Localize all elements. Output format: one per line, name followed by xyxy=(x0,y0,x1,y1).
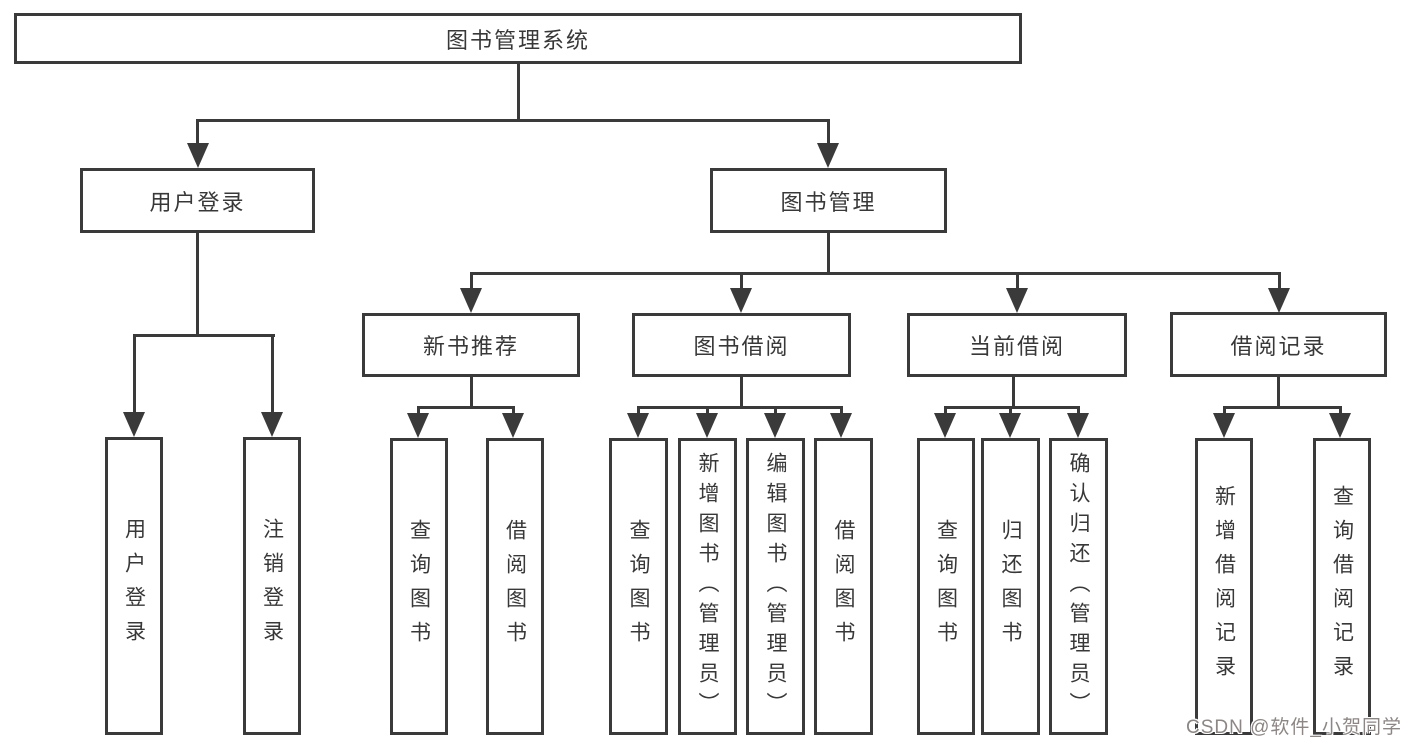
leaf-cb-return-books-label: 归还图书 xyxy=(999,518,1022,655)
node-root: 图书管理系统 xyxy=(14,13,1022,64)
node-book-borrowing-label: 图书借阅 xyxy=(693,334,790,359)
leaf-bb-query-books: 查询图书 xyxy=(609,438,668,735)
leaf-nbr-query-books-label: 查询图书 xyxy=(407,518,431,655)
leaf-bb-borrow-books: 借阅图书 xyxy=(814,438,873,735)
csdn-watermark: CSDN @软件_小贺同学 xyxy=(1186,717,1402,738)
arrow-book-management-shaft xyxy=(827,119,830,147)
arrow-leaf-user-login-shaft xyxy=(133,334,136,416)
node-user-login: 用户登录 xyxy=(80,168,315,233)
arrow-leaf-logout-head xyxy=(261,412,283,437)
arrow-book-borrowing-head xyxy=(730,288,752,313)
leaf-user-login-label: 用户登录 xyxy=(122,518,146,654)
arrow-bb-query-shaft xyxy=(637,406,640,417)
connector-book-management-bar xyxy=(470,272,1281,275)
connector-br-stem xyxy=(1277,377,1280,409)
connector-br-bar xyxy=(1223,406,1342,409)
leaf-bb-query-books-label: 查询图书 xyxy=(627,518,650,655)
node-book-management: 图书管理 xyxy=(710,168,947,233)
connector-user-login-bar xyxy=(133,334,275,337)
connector-bb-bar xyxy=(637,406,843,409)
arrow-nbr-borrow-head xyxy=(502,413,524,438)
arrow-borrowing-records-shaft xyxy=(1278,272,1281,292)
arrow-br-query-shaft xyxy=(1339,406,1342,417)
arrow-book-management-head xyxy=(817,143,839,168)
node-root-label: 图书管理系统 xyxy=(445,27,590,53)
connector-bb-stem xyxy=(740,377,743,409)
node-current-borrowing-label: 当前借阅 xyxy=(968,334,1065,359)
node-book-borrowing: 图书借阅 xyxy=(632,313,851,377)
arrow-user-login-shaft xyxy=(196,119,199,147)
arrow-bb-add-shaft xyxy=(706,406,709,417)
arrow-new-book-recommend-shaft xyxy=(470,272,473,292)
leaf-cb-confirm-return: 确认归还（管理员） xyxy=(1049,438,1108,735)
leaf-cb-confirm-return-label: 确认归还（管理员） xyxy=(1067,451,1090,722)
arrow-current-borrowing-shaft xyxy=(1016,272,1019,292)
arrow-bb-add-head xyxy=(696,413,718,438)
node-current-borrowing: 当前借阅 xyxy=(907,313,1127,377)
leaf-user-login: 用户登录 xyxy=(105,437,163,735)
arrow-bb-query-head xyxy=(627,413,649,438)
arrow-bb-borrow-shaft xyxy=(840,406,843,417)
arrow-nbr-query-head xyxy=(407,413,429,438)
leaf-bb-borrow-books-label: 借阅图书 xyxy=(832,518,855,655)
arrow-bb-edit-shaft xyxy=(774,406,777,417)
leaf-br-query-record-label: 查询借阅记录 xyxy=(1330,484,1354,689)
arrow-cb-query-head xyxy=(934,413,956,438)
leaf-nbr-query-books: 查询图书 xyxy=(390,438,448,735)
leaf-br-query-record: 查询借阅记录 xyxy=(1313,438,1371,735)
connector-cb-bar xyxy=(944,406,1080,409)
arrow-user-login-head xyxy=(187,143,209,168)
arrow-current-borrowing-head xyxy=(1006,288,1028,313)
arrow-cb-return-shaft xyxy=(1009,406,1012,417)
node-user-login-label: 用户登录 xyxy=(149,189,246,215)
connector-cb-stem xyxy=(1012,377,1015,409)
leaf-bb-add-books-label: 新增图书（管理员） xyxy=(696,451,719,722)
arrow-cb-confirm-shaft xyxy=(1077,406,1080,417)
arrow-nbr-borrow-shaft xyxy=(512,406,515,417)
node-borrowing-records-label: 借阅记录 xyxy=(1230,333,1327,359)
arrow-cb-return-head xyxy=(999,413,1021,438)
leaf-bb-edit-books: 编辑图书（管理员） xyxy=(746,438,805,735)
leaf-br-add-record-label: 新增借阅记录 xyxy=(1212,484,1236,689)
arrow-leaf-logout-shaft xyxy=(271,334,274,416)
leaf-bb-add-books: 新增图书（管理员） xyxy=(678,438,737,735)
leaf-nbr-borrow-books-label: 借阅图书 xyxy=(503,518,527,655)
leaf-cb-query-books: 查询图书 xyxy=(917,438,975,735)
connector-nbr-stem xyxy=(470,377,473,409)
connector-user-login-stem xyxy=(196,233,199,337)
leaf-cb-query-books-label: 查询图书 xyxy=(934,518,958,655)
arrow-bb-borrow-head xyxy=(830,413,852,438)
connector-book-management-stem xyxy=(827,233,830,275)
arrow-leaf-user-login-head xyxy=(123,412,145,437)
arrow-br-add-shaft xyxy=(1223,406,1226,417)
arrow-borrowing-records-head xyxy=(1268,288,1290,313)
arrow-new-book-recommend-head xyxy=(460,288,482,313)
node-borrowing-records: 借阅记录 xyxy=(1170,312,1387,377)
node-new-book-recommend: 新书推荐 xyxy=(362,313,580,377)
arrow-cb-query-shaft xyxy=(944,406,947,417)
arrow-nbr-query-shaft xyxy=(417,406,420,417)
leaf-bb-edit-books-label: 编辑图书（管理员） xyxy=(764,451,787,722)
node-book-management-label: 图书管理 xyxy=(780,189,877,215)
connector-nbr-bar xyxy=(417,406,515,409)
arrow-bb-edit-head xyxy=(764,413,786,438)
leaf-br-add-record: 新增借阅记录 xyxy=(1195,438,1253,735)
arrow-cb-confirm-head xyxy=(1067,413,1089,438)
leaf-logout-login: 注销登录 xyxy=(243,437,301,735)
connector-root-stem xyxy=(517,63,520,122)
arrow-br-query-head xyxy=(1329,413,1351,438)
arrow-book-borrowing-shaft xyxy=(740,272,743,292)
arrow-br-add-head xyxy=(1213,413,1235,438)
node-new-book-recommend-label: 新书推荐 xyxy=(422,334,519,359)
leaf-logout-login-label: 注销登录 xyxy=(260,518,284,654)
leaf-nbr-borrow-books: 借阅图书 xyxy=(486,438,544,735)
leaf-cb-return-books: 归还图书 xyxy=(981,438,1040,735)
connector-root-bar xyxy=(196,119,830,122)
